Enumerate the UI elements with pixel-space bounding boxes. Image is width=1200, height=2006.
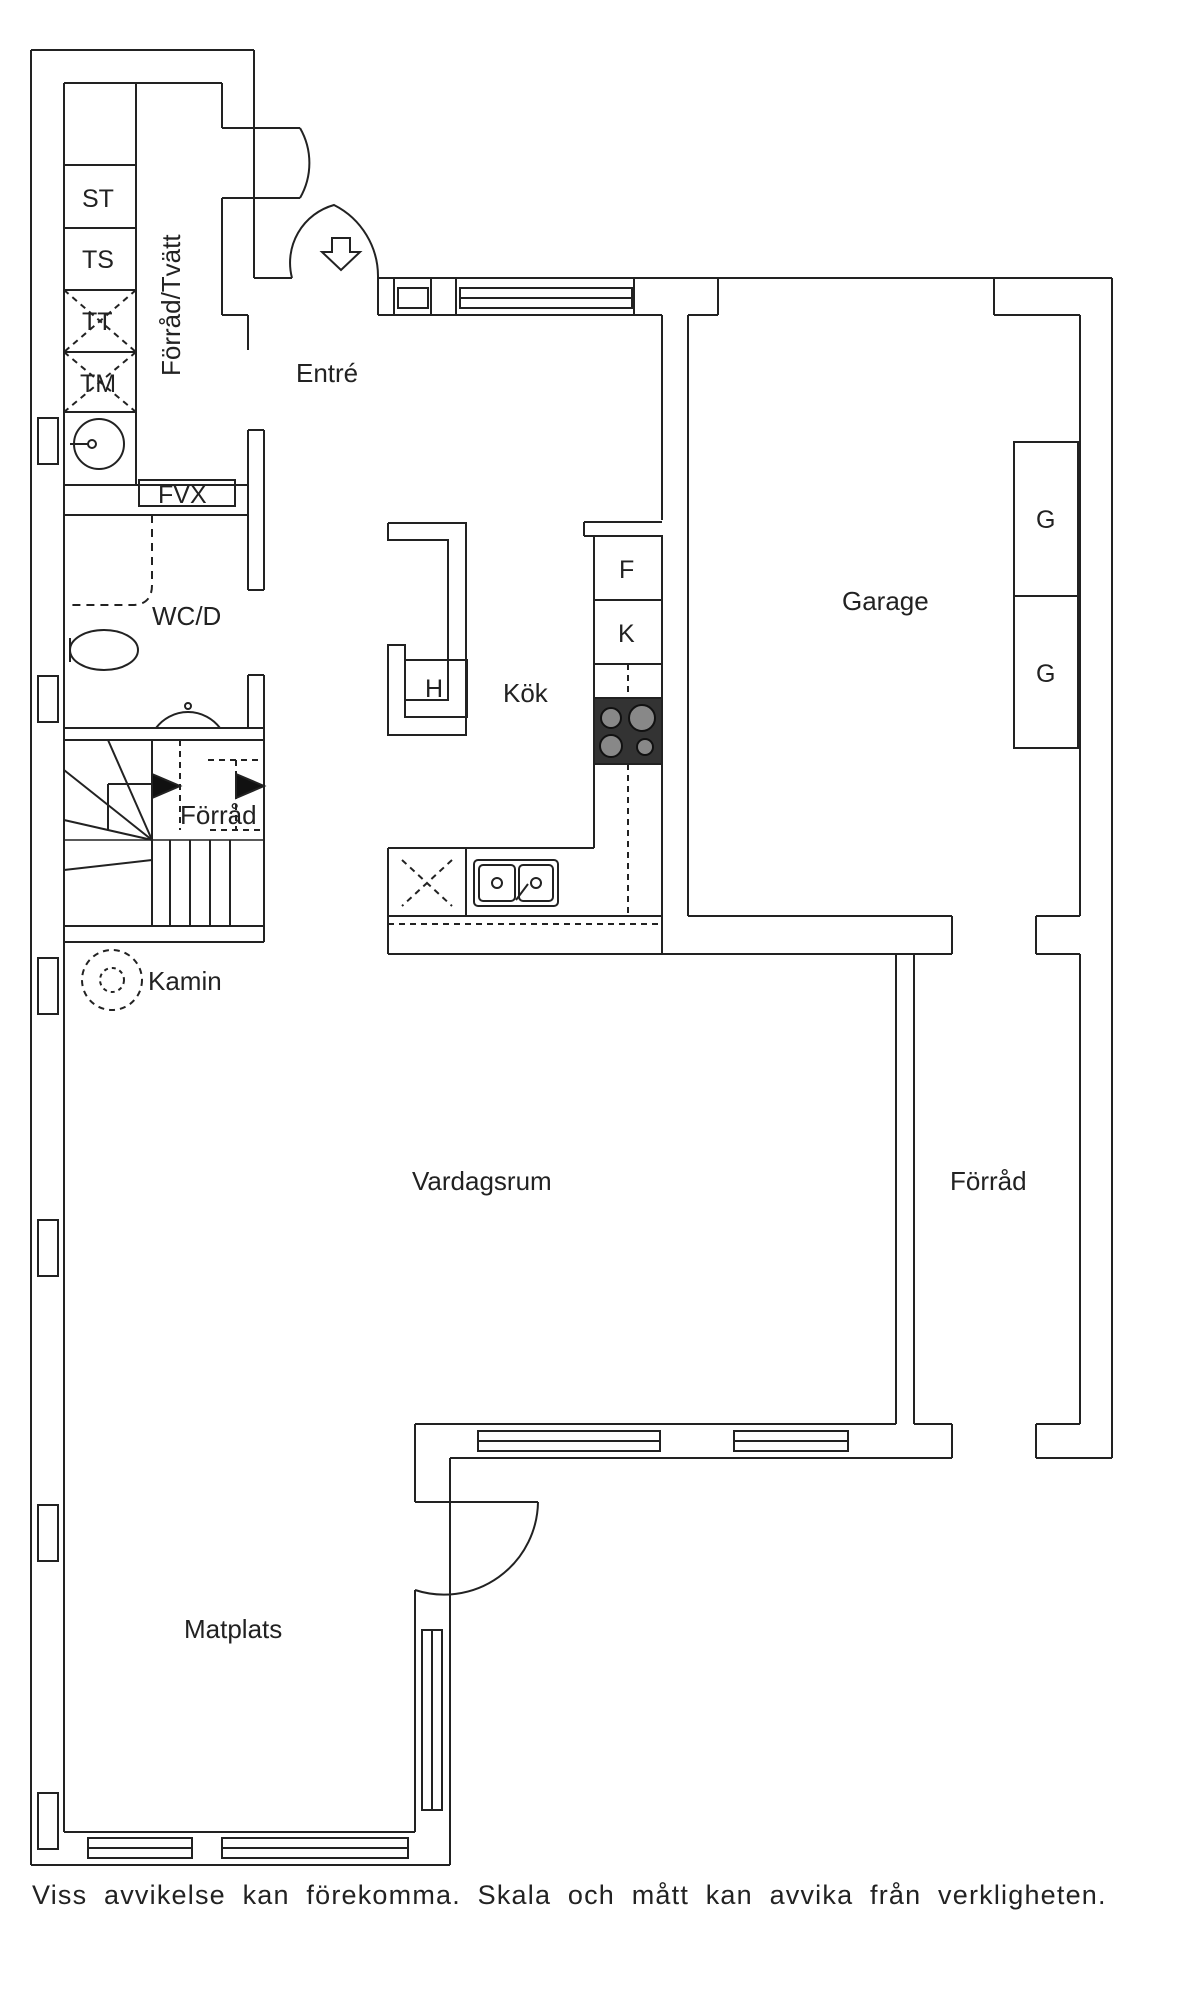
garage-walls: [688, 441, 1081, 1424]
entry-door: [289, 127, 380, 279]
room-label-forrad-tvatt: Förråd/Tvätt: [156, 234, 186, 376]
outer-wall-west: [30, 50, 450, 1866]
wc-room: [64, 514, 265, 750]
fixture-label-g1: G: [1036, 506, 1055, 534]
room-label-vardagsrum: Vardagsrum: [412, 1166, 552, 1196]
fixture-label-tt: TT: [82, 308, 113, 336]
fixture-label-fvx: FVX: [158, 481, 207, 509]
outer-wall-north-storage: [31, 49, 300, 485]
fvx-unit: [138, 479, 236, 507]
window-north: [397, 287, 633, 309]
windows-west-south: [37, 417, 443, 1859]
fixture-label-st: ST: [82, 185, 114, 213]
room-label-wc-d: WC/D: [152, 601, 221, 631]
stairs: [63, 739, 267, 943]
hob-icon: [599, 704, 656, 758]
fixture-label-tm: TM: [80, 370, 116, 398]
room-label-forrad-stair: Förråd: [180, 800, 257, 830]
fixture-label-k: K: [618, 620, 635, 648]
fireplace-kamin: [81, 949, 143, 1011]
room-label-kamin: Kamin: [148, 966, 222, 996]
room-label-matplats: Matplats: [184, 1614, 282, 1644]
disclaimer-text: Viss avvikelse kan förekomma. Skala och …: [32, 1880, 1107, 1910]
fixture-label-ts: TS: [82, 246, 114, 274]
outer-wall-north: [377, 277, 1113, 1458]
storage-right-walls: [895, 953, 1112, 1459]
fixture-label-f: F: [619, 556, 634, 584]
outer-wall-south-living: [414, 1423, 952, 1865]
kitchen-island: [387, 522, 468, 736]
room-label-forrad-right: Förråd: [950, 1166, 1027, 1196]
room-label-garage: Garage: [842, 586, 929, 616]
room-label-entre: Entré: [296, 358, 358, 388]
fixture-label-g2: G: [1036, 660, 1055, 688]
fixture-label-h: H: [425, 675, 443, 703]
room-label-kok: Kök: [503, 678, 549, 708]
